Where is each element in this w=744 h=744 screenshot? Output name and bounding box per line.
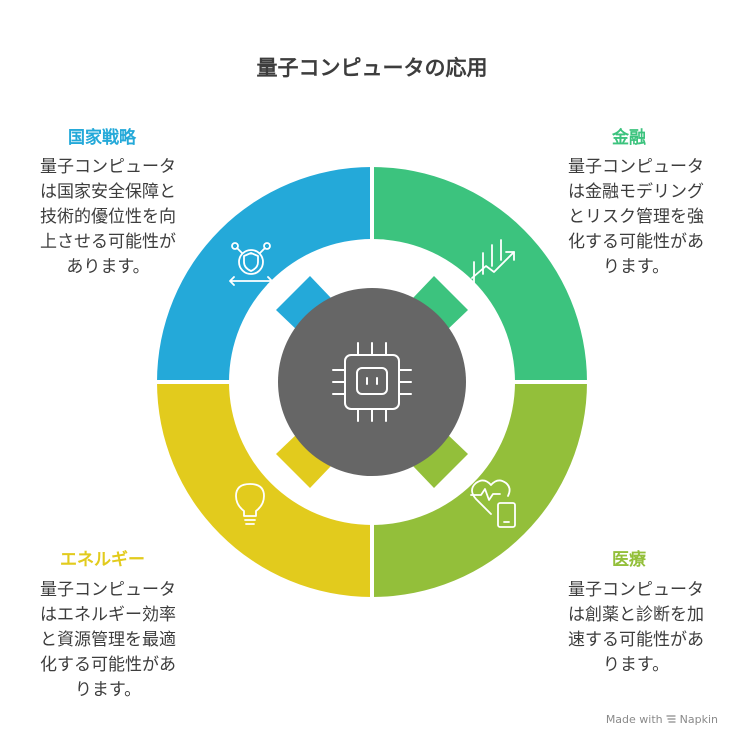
description-line: あります。 (66, 257, 150, 277)
napkin-logo-icon (666, 715, 676, 723)
energy-heading: エネルギー (60, 550, 145, 570)
description-line: 量子コンピュータ (568, 157, 704, 177)
description-line: 上させる可能性が (40, 232, 176, 252)
energy-connector (276, 433, 331, 488)
finance-heading: 金融 (612, 128, 646, 148)
description-line: ります。 (74, 680, 142, 700)
center-circle (278, 288, 466, 476)
description-line: 量子コンピュータ (40, 580, 176, 600)
finance-segment (372, 167, 587, 382)
watermark-made-with: Made with (605, 713, 663, 726)
heart-monitor-icon (470, 479, 516, 528)
description-line: 量子コンピュータ (40, 157, 176, 177)
medical-segment (372, 382, 587, 597)
medical-connector (413, 433, 468, 488)
national-security-heading: 国家戦略 (68, 128, 136, 148)
watermark-brand: Napkin (679, 713, 718, 726)
description-line: は金融モデリング (568, 182, 704, 202)
medical-description: 量子コンピュータ は創薬と診断を加 速する可能性があ ります。 (551, 578, 721, 678)
description-line: は創薬と診断を加 (568, 605, 704, 625)
finance-connector (413, 276, 468, 331)
growth-chart-icon (471, 239, 515, 284)
shield-network-icon (229, 242, 273, 286)
national-security-connector (276, 276, 331, 331)
finance-description: 量子コンピュータ は金融モデリング とリスク管理を強 化する可能性があ ります。 (551, 155, 721, 280)
description-line: ります。 (602, 655, 670, 675)
national-security-description: 量子コンピュータ は国家安全保障と 技術的優位性を向 上させる可能性が あります… (23, 155, 193, 280)
description-line: 化する可能性があ (40, 655, 176, 675)
description-line: とリスク管理を強 (568, 207, 704, 227)
energy-description: 量子コンピュータ はエネルギー効率 と資源管理を最適 化する可能性があ ります。 (23, 578, 193, 703)
description-line: は国家安全保障と (40, 182, 176, 202)
description-line: はエネルギー効率 (40, 605, 176, 625)
description-line: 化する可能性があ (568, 232, 704, 252)
description-line: 技術的優位性を向 (40, 207, 176, 227)
national-security-segment (157, 167, 372, 382)
energy-segment (157, 382, 372, 597)
description-line: ります。 (602, 257, 670, 277)
made-with-napkin-watermark: Made with Napkin (606, 713, 718, 726)
description-line: 速する可能性があ (568, 630, 704, 650)
lightbulb-icon (235, 483, 265, 525)
chip-icon (332, 342, 412, 422)
medical-heading: 医療 (612, 550, 646, 570)
description-line: と資源管理を最適 (40, 630, 176, 650)
page-title: 量子コンピュータの応用 (256, 56, 488, 80)
description-line: 量子コンピュータ (568, 580, 704, 600)
